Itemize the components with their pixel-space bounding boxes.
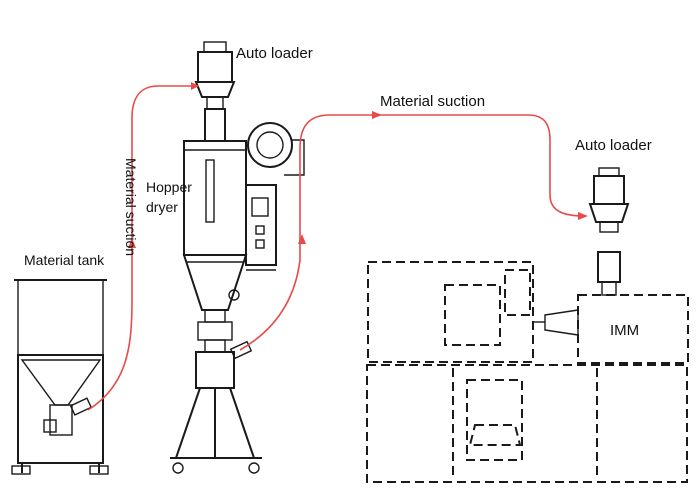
imm-label: IMM [610, 322, 639, 339]
suction-pipe-left [87, 82, 199, 411]
arrow-icon [298, 234, 306, 244]
hopper-label: Hopper [146, 179, 192, 195]
arrow-icon [372, 111, 382, 119]
suction-pipe-right [239, 111, 588, 351]
auto-loader-right-label: Auto loader [575, 137, 652, 154]
auto-loader-top-label: Auto loader [236, 45, 313, 62]
arrow-icon [191, 82, 199, 90]
material-suction-top-label: Material suction [380, 93, 485, 110]
dryer-label: dryer [146, 199, 178, 215]
arrow-icon [128, 238, 136, 248]
material-tank [11, 279, 109, 475]
material-suction-vertical-label: Material suction [123, 158, 139, 256]
arrow-icon [578, 212, 588, 220]
hopper-dryer [170, 41, 305, 474]
material-tank-label: Material tank [24, 252, 105, 268]
imm-machine [366, 167, 689, 483]
